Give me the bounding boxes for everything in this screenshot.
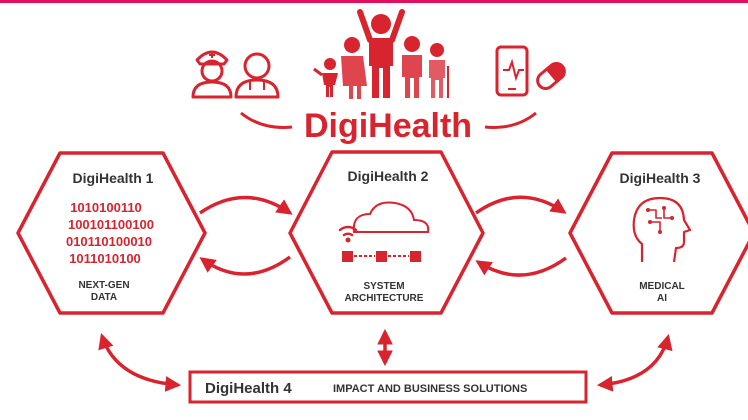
smartphone-ecg-icon <box>495 45 529 97</box>
node-3-title: DigiHealth 3 <box>620 170 701 186</box>
bottom-bar <box>188 370 588 404</box>
binary-line-1: 1010100110 <box>70 200 142 215</box>
node-2-label-line-2: ARCHITECTURE <box>345 293 424 304</box>
pill-capsule-icon <box>536 62 566 90</box>
node-1-label-line-2: DATA <box>91 292 117 303</box>
binary-data-icon: 1010100110 100101100100 010110100010 101… <box>66 200 154 266</box>
ai-head-icon <box>632 196 692 263</box>
bottom-bar-subtitle: IMPACT AND BUSINESS SOLUTIONS <box>333 383 527 395</box>
arrow-1-to-2 <box>199 195 293 215</box>
node-1-label-line-1: NEXT-GEN <box>78 280 129 291</box>
arrow-node1-to-bar <box>98 332 182 392</box>
family-people-icon <box>313 9 449 99</box>
binary-line-4: 1011010100 <box>69 251 141 266</box>
node-3-label-line-2: AI <box>657 293 667 304</box>
doctor-icon <box>234 52 280 99</box>
cloud-network-icon <box>338 201 430 262</box>
arrow-node3-to-bar <box>596 333 673 392</box>
brand-underline-left <box>240 111 293 129</box>
node-1-title: DigiHealth 1 <box>73 170 154 186</box>
arrow-2-to-3 <box>474 195 567 215</box>
top-accent-border <box>0 0 748 3</box>
binary-line-2: 100101100100 <box>68 217 154 232</box>
binary-line-3: 010110100010 <box>66 234 152 249</box>
node-3-label-line-1: MEDICAL <box>639 281 685 292</box>
nurse-icon <box>191 50 233 99</box>
node-1-hexagon <box>16 151 207 315</box>
brand-title: DigiHealth <box>304 107 472 145</box>
node-2-title: DigiHealth 2 <box>348 168 429 184</box>
arrow-2-to-1 <box>199 255 292 276</box>
arrow-3-to-2 <box>475 256 568 277</box>
node-2-label-line-1: SYSTEM <box>363 281 404 292</box>
bottom-bar-title: DigiHealth 4 <box>205 380 292 397</box>
brand-underline-right <box>484 111 537 129</box>
